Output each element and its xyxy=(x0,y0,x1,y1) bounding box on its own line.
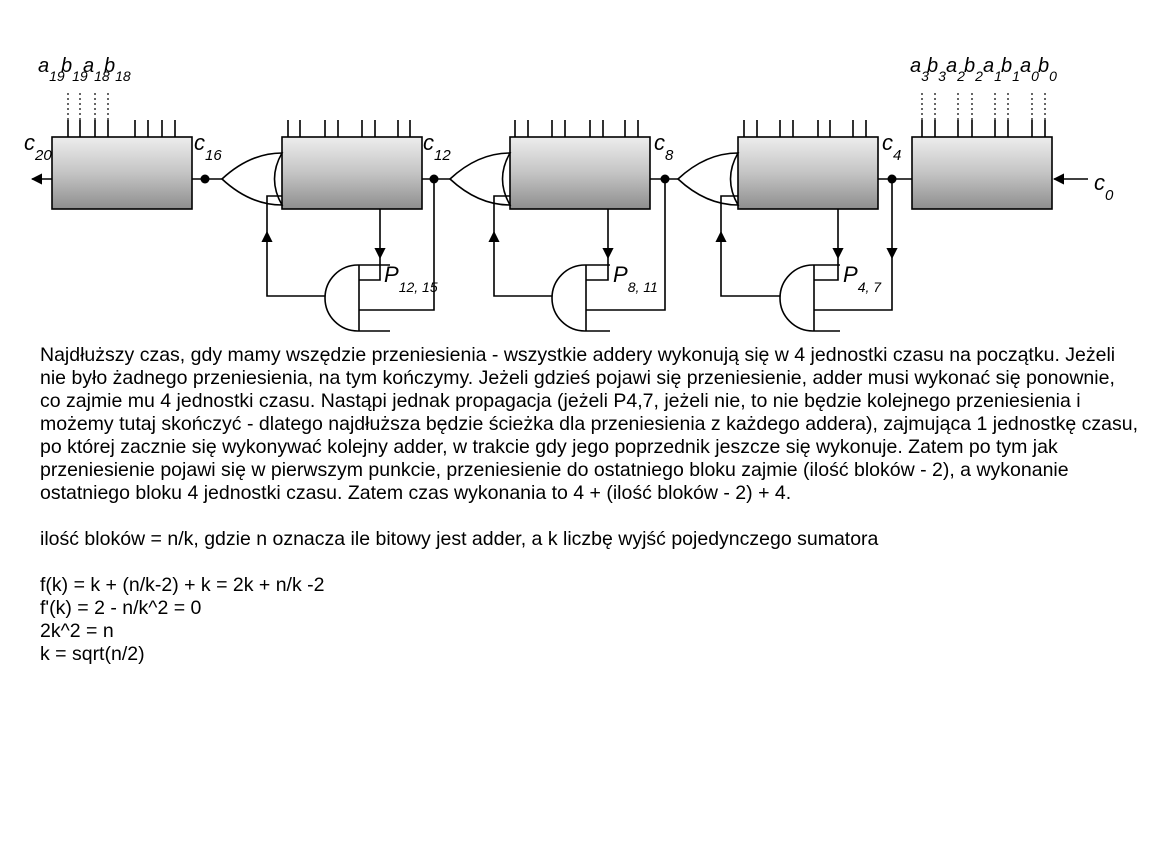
or-gate-c16 xyxy=(220,152,284,206)
label-a0: a0 xyxy=(1020,55,1039,84)
or-gate-c12 xyxy=(448,152,512,206)
equations: f(k) = k + (n/k-2) + k = 2k + n/k -2 f'(… xyxy=(40,574,1140,666)
and-gate-p1215 xyxy=(324,264,390,332)
or-gate-c8 xyxy=(676,152,740,206)
adder-block-5 xyxy=(51,136,193,210)
and-gate-p47 xyxy=(779,264,840,332)
adder-block-4 xyxy=(281,136,423,210)
label-c20: c20 xyxy=(24,130,52,164)
label-a19: a19 xyxy=(38,55,65,84)
label-a1: a1 xyxy=(983,55,1002,84)
carry-skip-adder-diagram: a19 b19 a18 b18 a3 b3 a2 b2 a1 b1 a0 b0 … xyxy=(24,55,1114,332)
label-a18: a18 xyxy=(83,55,110,84)
label-a3: a3 xyxy=(910,55,929,84)
label-b1: b1 xyxy=(1001,55,1020,84)
label-p811: P8, 11 xyxy=(613,262,658,295)
paragraph-analysis: Najdłuższy czas, gdy mamy wszędzie przen… xyxy=(40,344,1138,504)
label-b2: b2 xyxy=(964,55,983,84)
label-b19: b19 xyxy=(61,55,88,84)
label-p1215: P12, 15 xyxy=(384,262,438,295)
label-c8: c8 xyxy=(654,130,674,164)
equation-line: k = sqrt(n/2) xyxy=(40,643,145,665)
equation-line: f(k) = k + (n/k-2) + k = 2k + n/k -2 xyxy=(40,574,325,596)
label-b0: b0 xyxy=(1038,55,1057,84)
input-leads xyxy=(67,90,1046,120)
adder-block-2 xyxy=(737,136,879,210)
explanation-text: Najdłuższy czas, gdy mamy wszędzie przen… xyxy=(40,344,1140,666)
label-c4: c4 xyxy=(882,130,901,164)
equation-line: f'(k) = 2 - n/k^2 = 0 xyxy=(40,597,202,619)
adder-block-3 xyxy=(509,136,651,210)
label-a2: a2 xyxy=(946,55,965,84)
input-pins xyxy=(67,120,1046,137)
label-b18: b18 xyxy=(104,55,131,84)
label-c12: c12 xyxy=(423,130,451,164)
label-c0: c0 xyxy=(1094,170,1114,204)
junction-dots xyxy=(200,174,897,184)
label-b3: b3 xyxy=(927,55,946,84)
label-c16: c16 xyxy=(194,130,222,164)
adder-block-1 xyxy=(911,136,1053,210)
paragraph-block-count: ilość bloków = n/k, gdzie n oznacza ile … xyxy=(40,528,879,550)
equation-line: 2k^2 = n xyxy=(40,620,114,642)
and-gate-p811 xyxy=(551,264,610,332)
label-p47: P4, 7 xyxy=(843,262,882,295)
